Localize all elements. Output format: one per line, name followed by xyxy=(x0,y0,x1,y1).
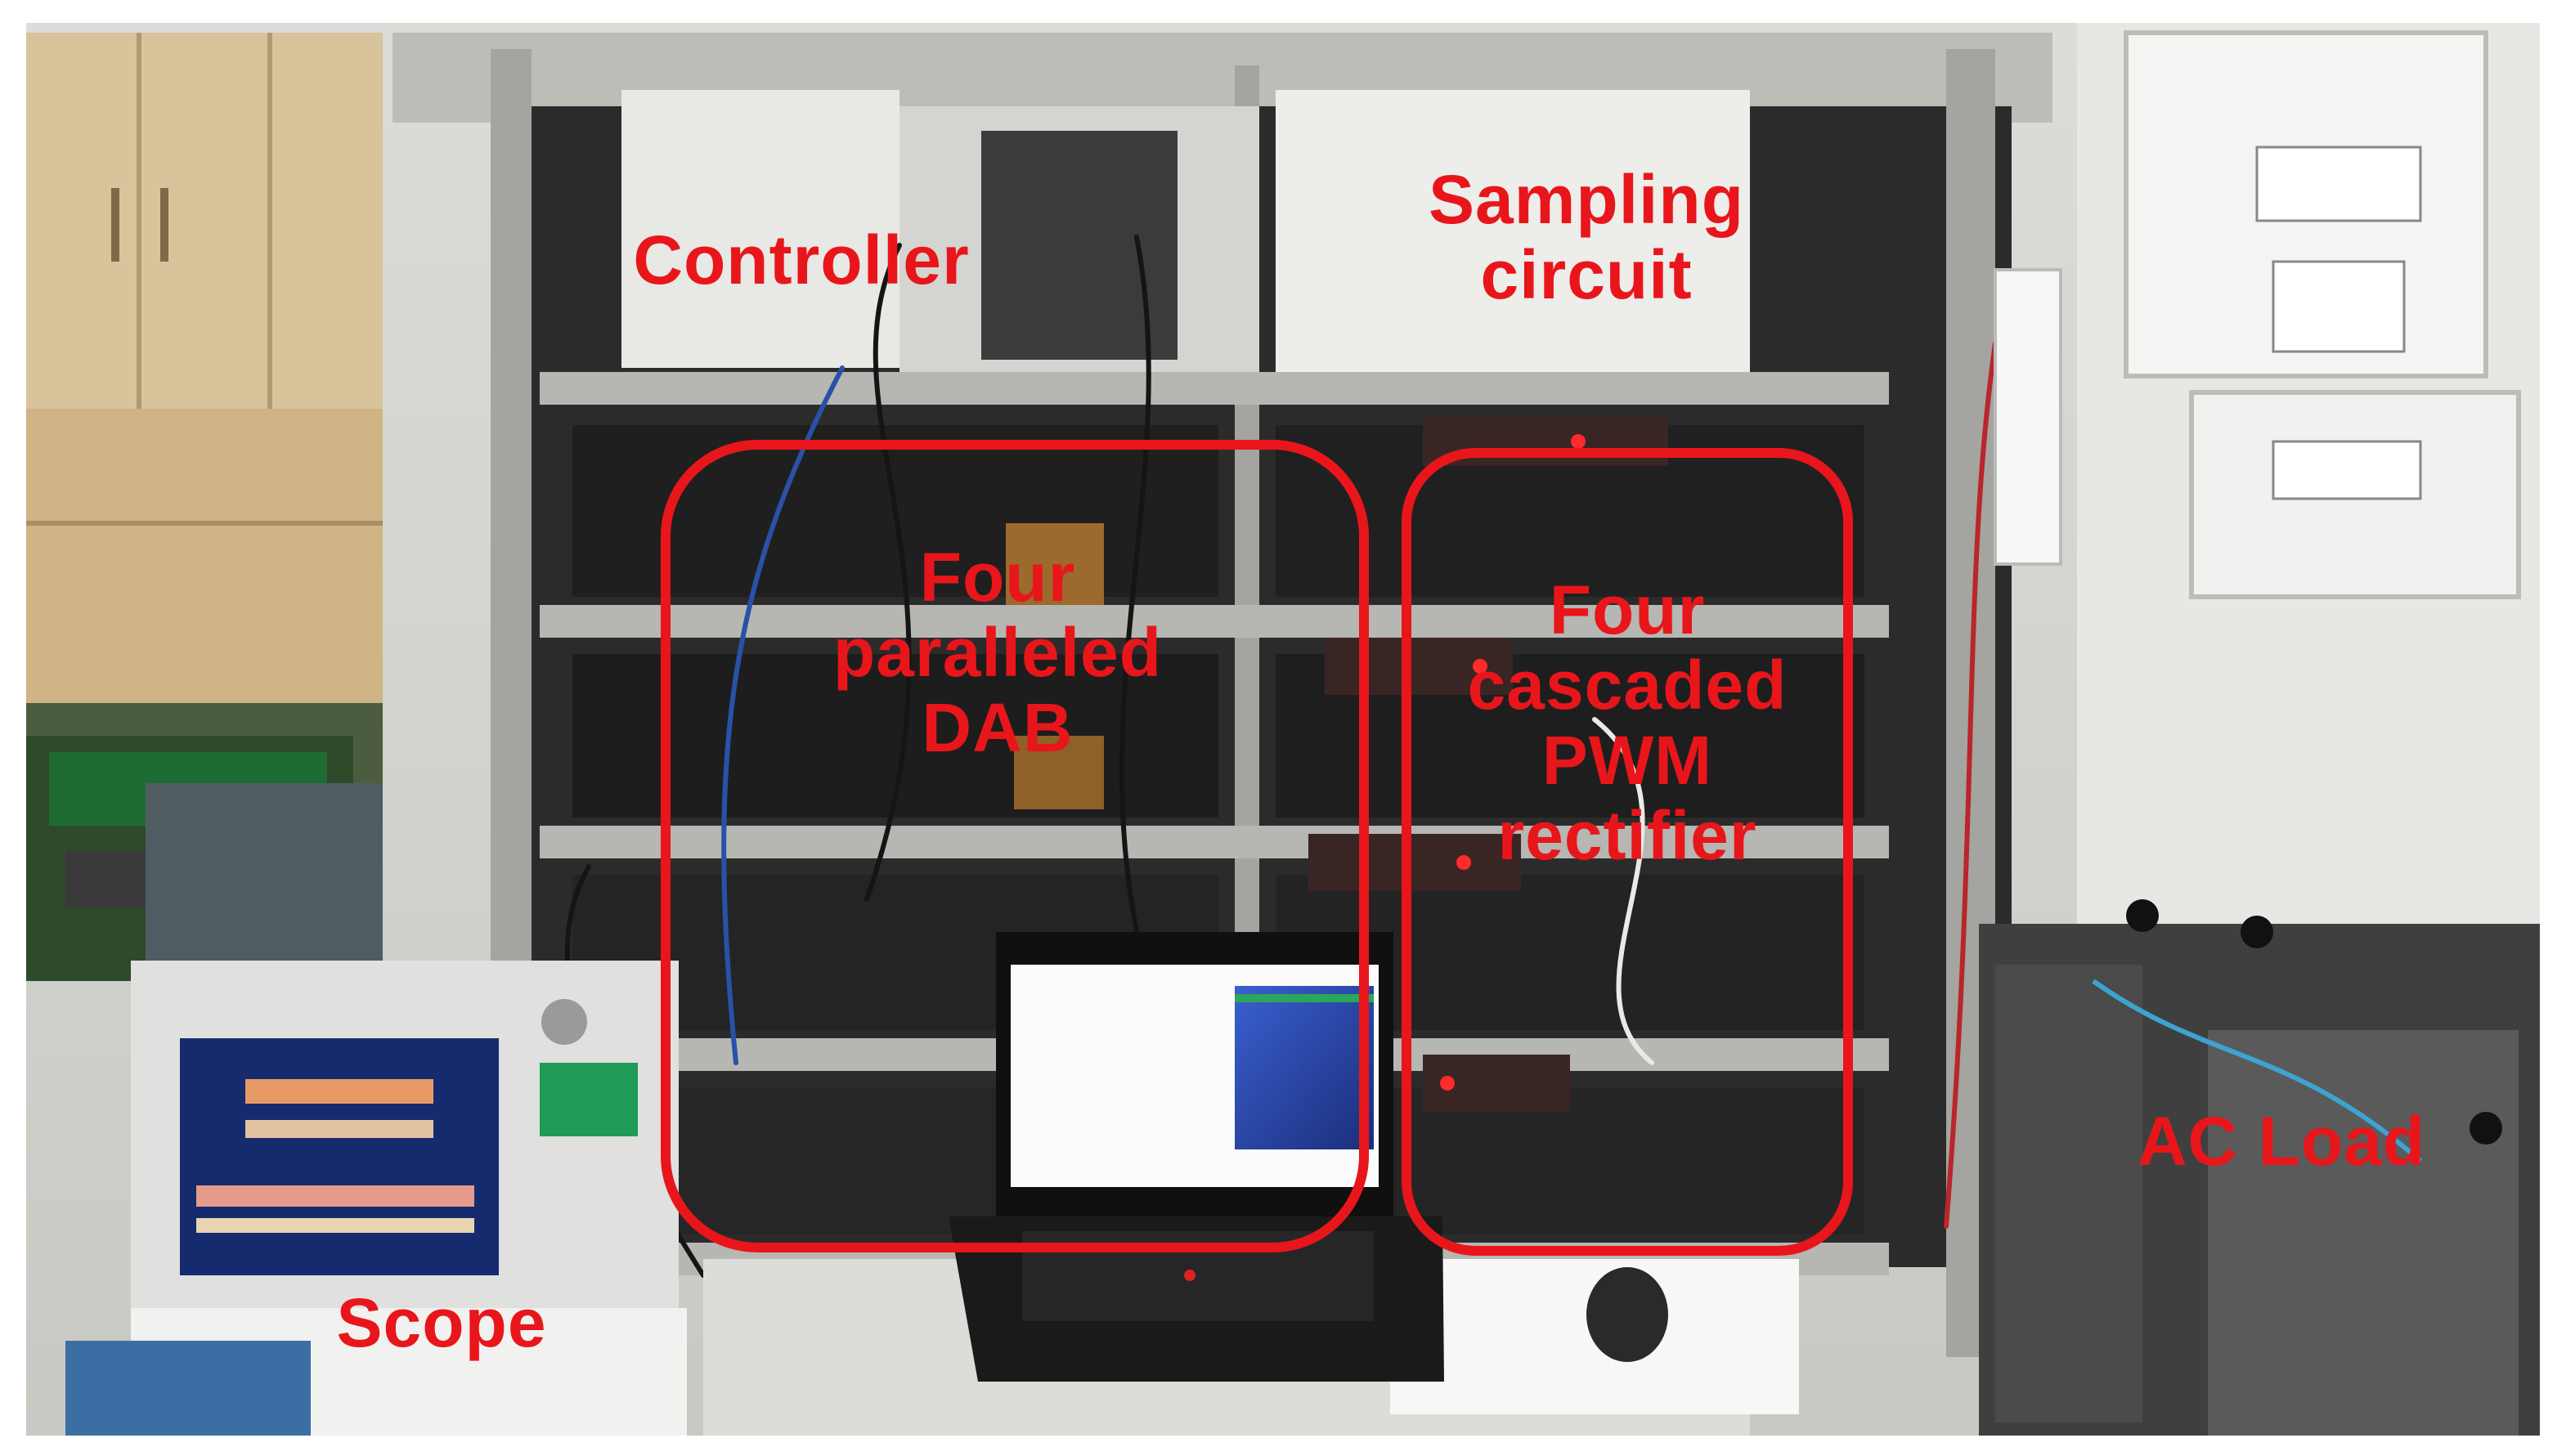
ac-load-label: AC Load xyxy=(2137,1103,2426,1180)
controller-label: Controller xyxy=(633,222,970,298)
left-cabinet xyxy=(26,33,383,801)
ac-load-cabinet xyxy=(1979,899,2540,1436)
oscilloscope xyxy=(131,783,679,1353)
scope-label: Scope xyxy=(336,1284,547,1361)
four-cascaded-pwm-rectifier-label: Four cascaded PWM rectifier xyxy=(1467,571,1788,874)
electrical-panels xyxy=(1994,23,2540,1436)
sampling-circuit-label: Sampling circuit xyxy=(1428,161,1745,313)
pwm-rectifier-highlight-box xyxy=(1402,448,1853,1256)
four-paralleled-dab-label: Four paralleled DAB xyxy=(832,539,1163,766)
dab-highlight-box xyxy=(661,440,1369,1252)
